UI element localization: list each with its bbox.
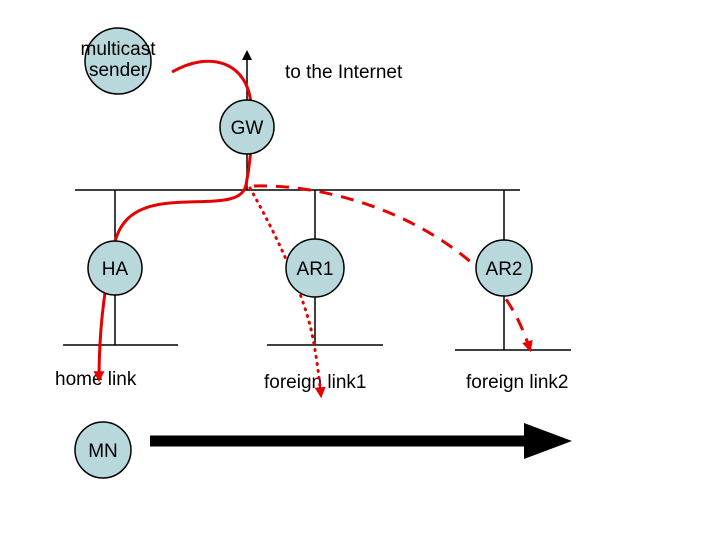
ar2-node: AR2	[475, 239, 533, 297]
mn-movement-arrowhead-icon	[524, 423, 572, 459]
ar2-node-label: AR2	[486, 259, 523, 280]
gw-node-label: GW	[231, 118, 264, 139]
foreign-link2-label: foreign link2	[466, 372, 568, 393]
gw-node-circle	[219, 99, 275, 155]
mn-node-label: MN	[88, 441, 118, 462]
sender-label-line1: multicast	[81, 39, 157, 60]
sender-node: multicast sender	[81, 27, 157, 95]
foreign-link1-label: foreign link1	[264, 372, 366, 393]
ar1-node-label: AR1	[297, 259, 334, 280]
ha-node: HA	[87, 240, 143, 296]
ar2-node-circle	[475, 239, 533, 297]
sender-node-circle	[84, 27, 152, 95]
mn-node: MN	[74, 421, 132, 479]
ar1-node-circle	[285, 238, 345, 298]
gw-node: GW	[219, 99, 275, 155]
mn-node-circle	[74, 421, 132, 479]
internet-label: to the Internet	[285, 62, 403, 83]
mn-movement-arrow	[150, 423, 572, 459]
ha-node-label: HA	[102, 259, 129, 280]
home-link-label: home link	[55, 369, 137, 390]
sender-label-line2: sender	[89, 60, 148, 81]
ha-node-circle	[87, 240, 143, 296]
multicast-route-dashed	[253, 184, 533, 353]
ar1-node: AR1	[285, 238, 345, 298]
multicast-route-dotted	[248, 186, 326, 399]
